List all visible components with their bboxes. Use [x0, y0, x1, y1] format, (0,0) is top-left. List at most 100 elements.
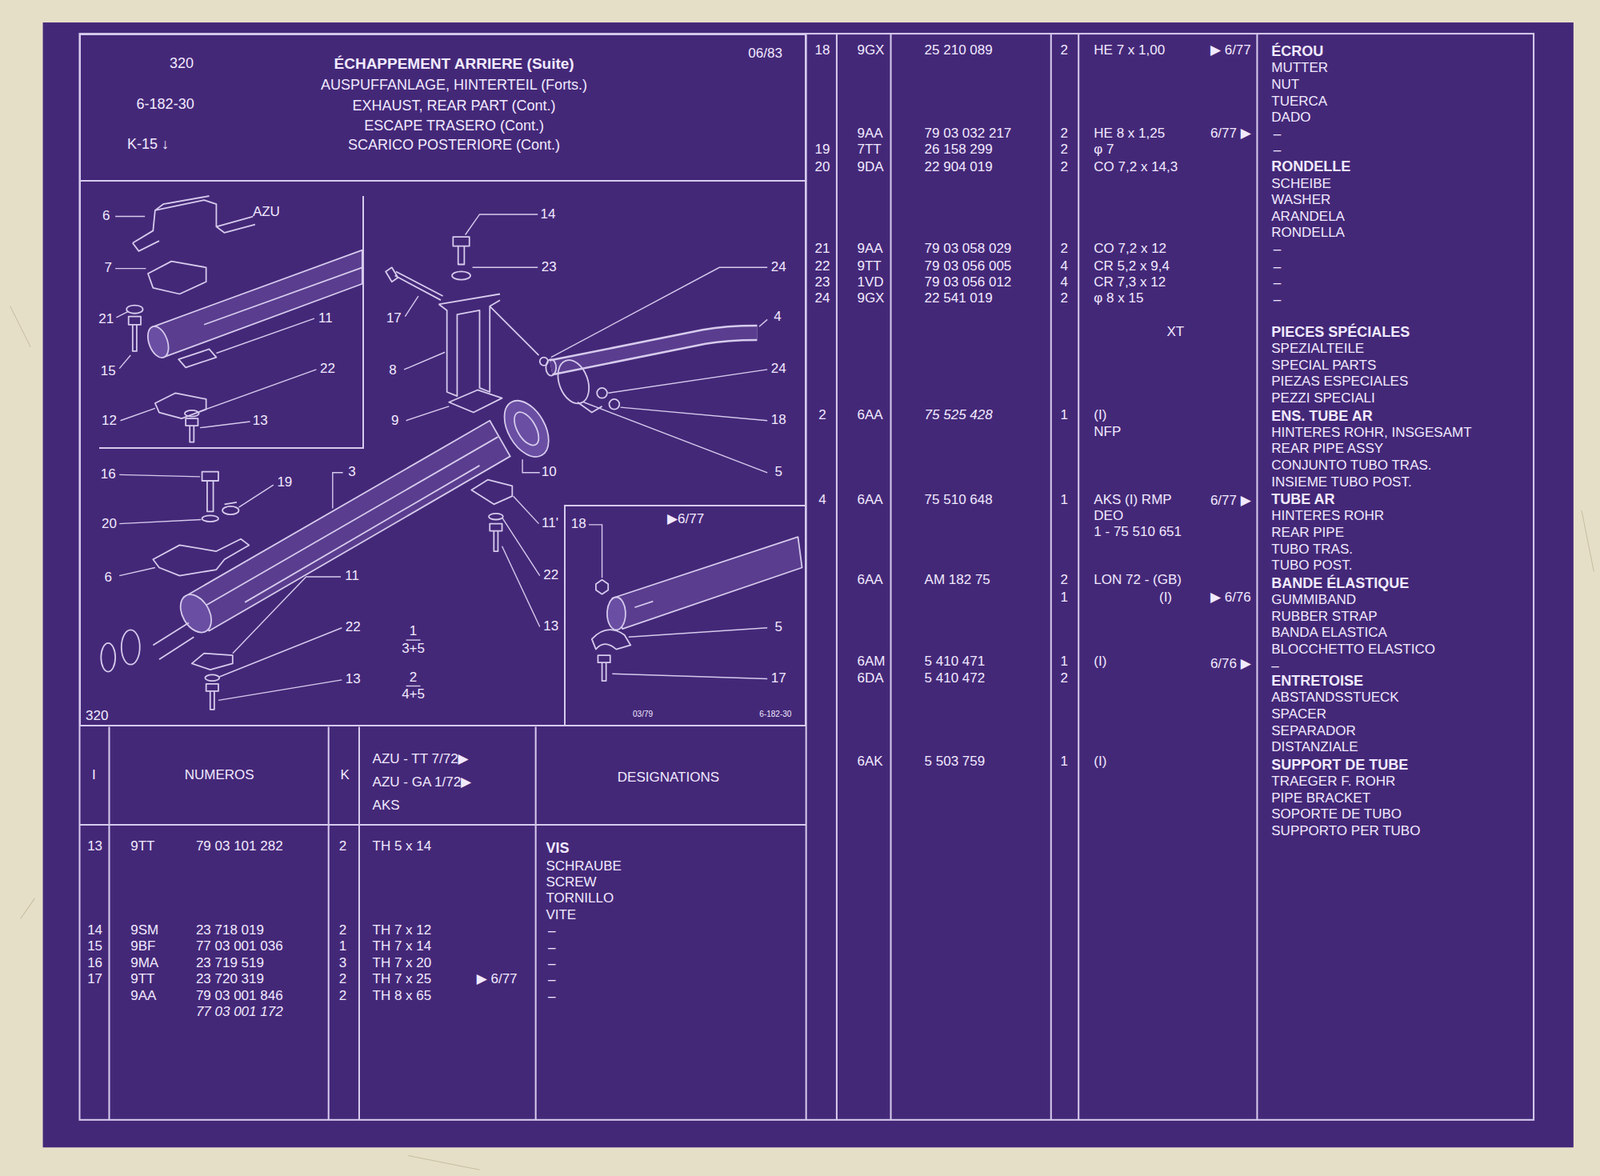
table-cell: ENS. TUBE AR [1271, 408, 1372, 425]
table-cell: 1VD [856, 275, 884, 291]
table-cell: TH 7 x 25 [372, 972, 432, 988]
panel-text: 03/79 [632, 709, 653, 719]
callout-number: 11 [318, 311, 333, 327]
callout-number: 13 [252, 413, 268, 429]
table-cell: 1 [1060, 590, 1068, 606]
panel-text: 06/83 [748, 46, 783, 62]
film-ground [43, 22, 1574, 1148]
callout-number: 13 [345, 672, 361, 688]
table-cell: TUBE AR [1271, 492, 1335, 508]
callout-number: 11 [344, 568, 360, 584]
panel-text: K-15 ↓ [127, 136, 169, 153]
table-cell: SUPPORT DE TUBE [1271, 757, 1408, 774]
table-cell: 79 03 056 005 [924, 259, 1012, 275]
table-cell: ENTRETOISE [1271, 673, 1364, 690]
table-cell: – [548, 956, 556, 972]
table-cell: 1 [339, 939, 347, 955]
table-cell: 2 [339, 839, 347, 855]
callout-number: 18 [771, 412, 787, 428]
table-cell: 9GX [856, 291, 884, 307]
table-cell: BANDE ÉLASTIQUE [1271, 576, 1409, 592]
table-cell: PIPE BRACKET [1271, 791, 1371, 807]
table-cell: BANDA ELASTICA [1271, 625, 1388, 641]
table-cell: HE 7 x 1,00 [1093, 43, 1165, 59]
panel-text: ▶6/77 [667, 512, 704, 528]
exhaust-illustration [100, 196, 802, 710]
table-cell: 3 [339, 956, 347, 972]
table-cell: 2 [1060, 671, 1068, 687]
table-cell: 15 [87, 939, 103, 955]
table-cell: TH 7 x 20 [372, 956, 432, 972]
callout-number: 10 [541, 464, 557, 480]
panel-text: EXHAUST, REAR PART (Cont.) [352, 98, 556, 115]
table-cell: CR 7,3 x 12 [1093, 275, 1166, 291]
table-cell: 1 [1060, 408, 1068, 424]
table-cell: 5 410 471 [924, 654, 986, 670]
callout-number: 14 [540, 207, 556, 223]
table-cell: 25 210 089 [924, 43, 993, 59]
table-cell: 1 [1060, 654, 1068, 670]
panel-text: 320 [169, 56, 194, 72]
callout-number: 2 [409, 670, 417, 686]
table-cell: (I) [1093, 754, 1107, 770]
table-cell: 6AK [856, 754, 883, 770]
table-cell: 2 [1060, 43, 1068, 59]
callout-number: 21 [98, 312, 114, 328]
table-cell: AM 182 75 [924, 572, 991, 588]
table-cell: – [548, 989, 556, 1005]
table-cell: – [1273, 242, 1281, 258]
table-cell: 6AM [856, 654, 885, 670]
table-cell: 2 [1060, 142, 1068, 158]
table-cell: 21 [815, 241, 831, 257]
callout-number: 12 [101, 413, 117, 429]
callout-number: 4 [773, 309, 781, 325]
table-cell: φ 7 [1093, 142, 1114, 158]
table-cell: 9TT [856, 259, 881, 275]
table-cell: 23 720 319 [196, 972, 264, 988]
panel-box: ▶6/7703/796-182-30 [564, 504, 806, 727]
panel-text: 6-182-30 [136, 96, 195, 113]
table-cell: HINTERES ROHR, INSGESAMT [1271, 425, 1472, 441]
table-cell: WASHER [1271, 192, 1331, 208]
table-cell: BLOCCHETTO ELASTICO [1271, 642, 1436, 658]
callout-number: 19 [276, 475, 292, 491]
table-cell: SUPPORTO PER TUBO [1271, 824, 1420, 840]
margin-scratches [10, 306, 1595, 1171]
table-cell: 2 [339, 923, 347, 939]
table-cell: – [1271, 659, 1279, 675]
table-cell: 9BF [130, 939, 156, 955]
table-cell: PIECES SPÉCIALES [1271, 324, 1410, 341]
table-cell: 9TT [130, 839, 155, 855]
table-cell: 22 541 019 [924, 291, 993, 307]
callout-number: 17 [386, 311, 402, 327]
table-cell: NUT [1271, 77, 1300, 93]
callout-number: 17 [771, 671, 787, 687]
callout-number: 9 [391, 413, 399, 429]
table-cell: TH 7 x 12 [372, 923, 432, 939]
table-cell: RUBBER STRAP [1271, 609, 1377, 625]
callout-number: 24 [771, 260, 787, 276]
table-cell: 2 [1060, 126, 1068, 142]
table-cell: K [340, 768, 349, 784]
table-cell: TH 8 x 65 [372, 988, 432, 1004]
table-cell: AZU - TT 7/72▶ [372, 752, 469, 768]
panel-text: ESCAPE TRASERO (Cont.) [364, 118, 544, 135]
table-cell: DADO [1271, 110, 1311, 126]
table-cell: RONDELLE [1271, 159, 1351, 176]
table-cell: – [1273, 127, 1281, 143]
table-cell: – [548, 924, 556, 940]
table-cell: 14 [87, 923, 103, 939]
table-cell: 77 03 001 036 [196, 939, 284, 955]
table-cell: INSIEME TUBO POST. [1271, 475, 1412, 491]
table-cell: 6/77 ▶ [1210, 126, 1252, 142]
table-cell: 2 [339, 988, 347, 1004]
table-cell: REAR PIPE [1271, 525, 1344, 541]
table-cell: CR 5,2 x 9,4 [1093, 259, 1170, 275]
table-cell: 9MA [130, 956, 159, 972]
callout-number: 5 [774, 464, 782, 480]
table-cell: GUMMIBAND [1271, 592, 1356, 608]
table-cell: I [92, 768, 96, 784]
table-cell: 6AA [856, 492, 883, 508]
table-cell: TH 5 x 14 [372, 839, 432, 855]
panel-text: ÉCHAPPEMENT ARRIERE (Suite) [334, 56, 575, 73]
